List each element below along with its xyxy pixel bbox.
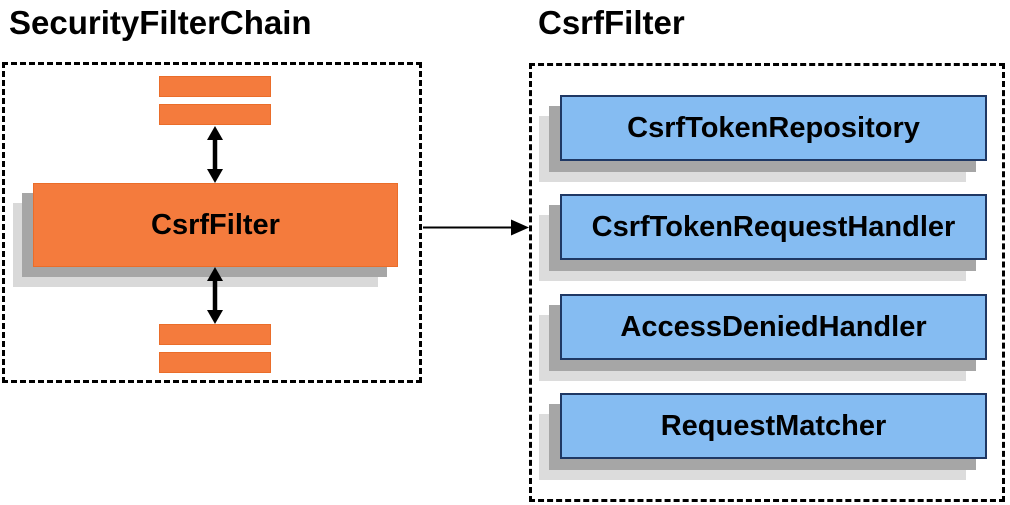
component-label: CsrfTokenRequestHandler — [591, 210, 956, 243]
component-box-csrf-token-request-handler: CsrfTokenRequestHandler — [560, 194, 987, 260]
filter-bar-bottom-2 — [159, 352, 271, 373]
component-label: CsrfTokenRepository — [627, 111, 920, 144]
right-panel-title: CsrfFilter — [538, 4, 685, 41]
security-filter-chain-panel — [2, 62, 422, 383]
filter-bar-top-1 — [159, 76, 271, 97]
left-panel-title: SecurityFilterChain — [9, 4, 312, 41]
component-box-access-denied-handler: AccessDeniedHandler — [560, 294, 987, 360]
component-box-request-matcher: RequestMatcher — [560, 393, 987, 459]
filter-bar-bottom-1 — [159, 324, 271, 345]
component-box-csrf-token-repository: CsrfTokenRepository — [560, 95, 987, 161]
csrf-filter-panel — [529, 63, 1005, 502]
component-label: RequestMatcher — [660, 409, 887, 442]
csrf-filter-box-label: CsrfFilter — [151, 208, 280, 241]
double-arrow-top — [207, 126, 223, 183]
connector-arrow — [423, 219, 529, 236]
filter-bar-top-2 — [159, 104, 271, 125]
component-label: AccessDeniedHandler — [620, 310, 927, 343]
csrf-filter-box: CsrfFilter — [33, 183, 398, 267]
double-arrow-bottom — [207, 267, 223, 324]
